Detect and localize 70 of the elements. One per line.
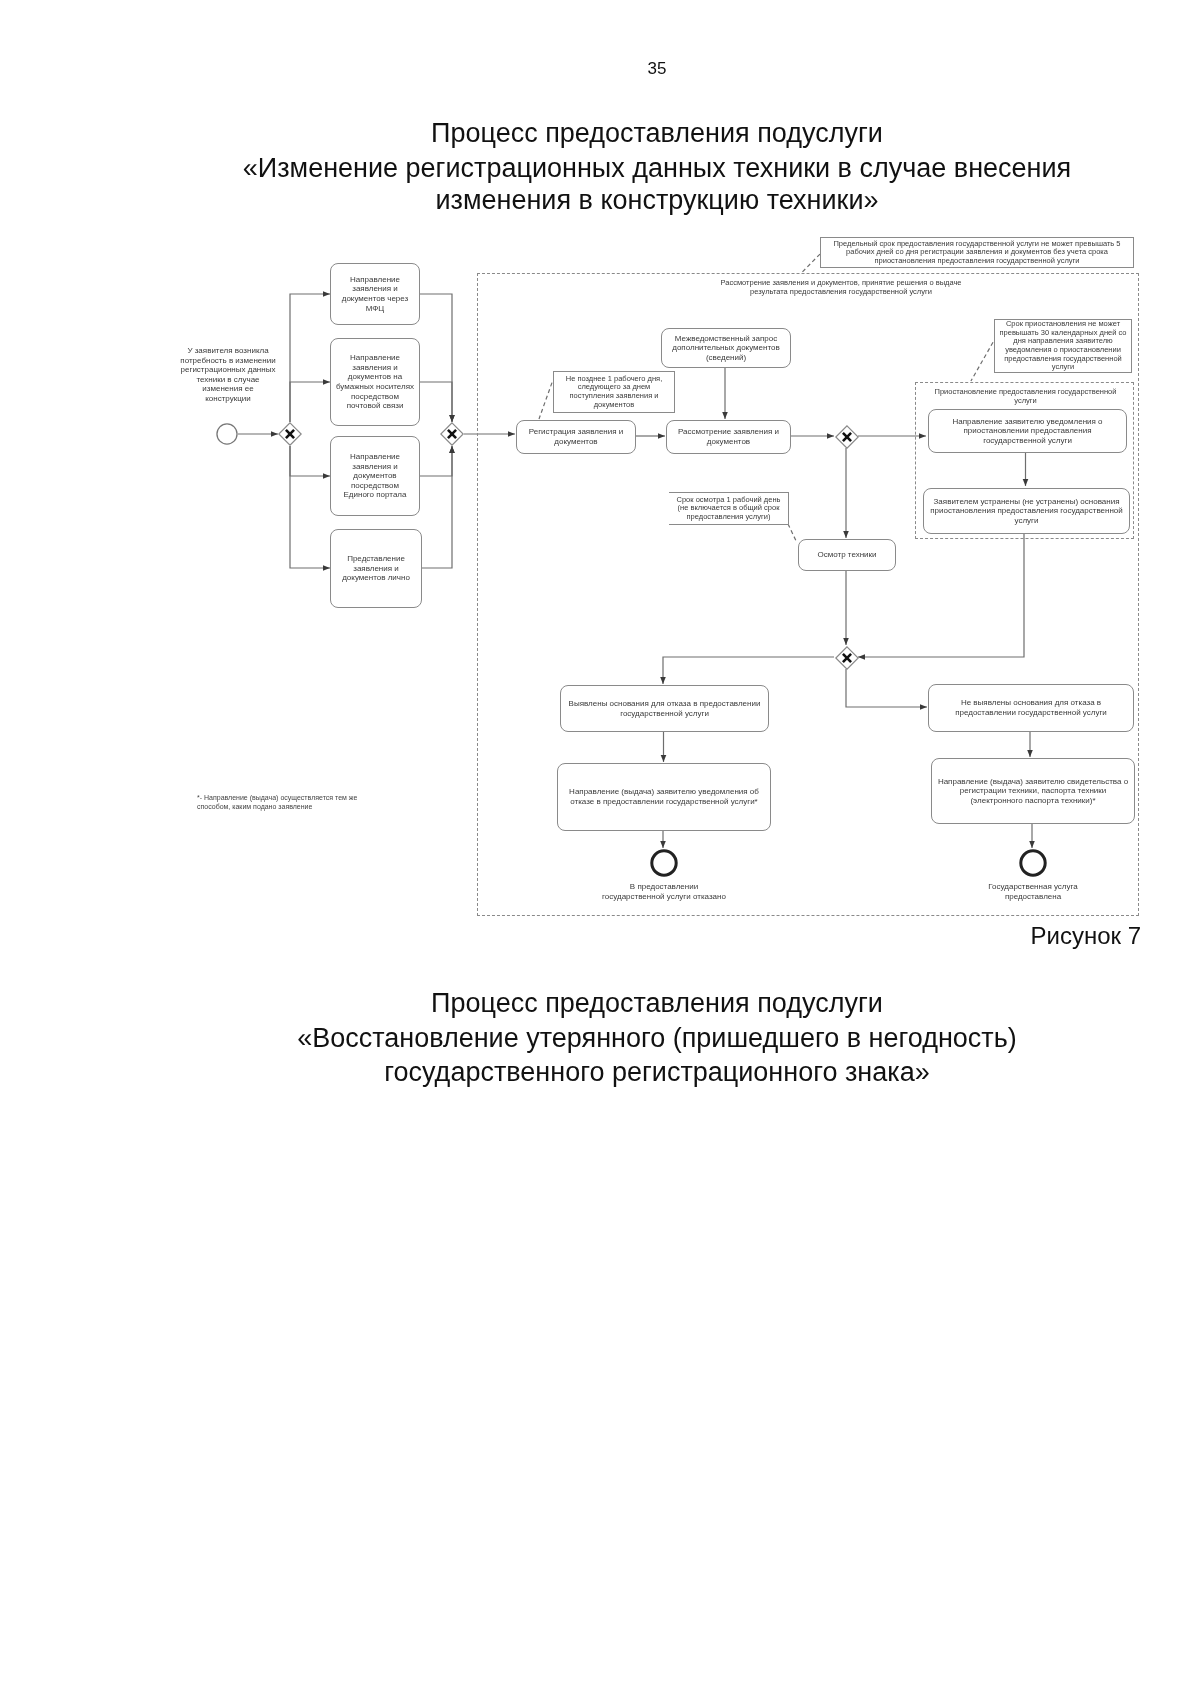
flow-arrow: [789, 433, 835, 439]
annotation-bracket: [669, 492, 789, 525]
task-text: Направление заявления и документов на бумажных носителях посредством почтовой связи: [335, 353, 415, 411]
flow-arrow: [463, 431, 516, 437]
flow-arrow: [289, 379, 331, 423]
flow-arrow: [845, 668, 928, 710]
event-label: Государственная услуга предоставлена: [987, 882, 1079, 902]
dashed-group-frame: [915, 382, 1134, 539]
figure-caption: Рисунок 7: [1029, 921, 1141, 951]
task-box: [923, 488, 1130, 534]
task-text: Направление заявителю уведомления о приостановлении предоставления государственной услуги: [951, 416, 1104, 446]
gateway-diamond: [835, 646, 859, 670]
association-line: [970, 341, 994, 382]
task-box: [798, 539, 896, 571]
task-box: [928, 684, 1134, 732]
task-text: Межведомственный запрос дополнительных документов (сведений): [671, 333, 781, 363]
gateway-diamond: [440, 422, 464, 446]
task-text: Регистрация заявления и документов: [527, 427, 625, 447]
annotation-box: [820, 237, 1134, 268]
task-text: Заявителем устранены (не устранены) основания приостановления предоставления государственной услуги: [929, 496, 1124, 526]
end-event-circle: [650, 849, 678, 877]
flow-arrow: [1029, 822, 1035, 849]
task-text: Выявлены основания для отказа в предоставлении государственной услуги: [567, 698, 762, 719]
task-box: [661, 328, 791, 368]
gateway-diamond: [835, 425, 859, 449]
flow-arrow: [421, 445, 455, 569]
flow-arrow: [289, 445, 331, 571]
event-label: У заявителя возникла потребность в изменении регистрационных данных техники в случае изменения ее конструкции: [180, 346, 276, 404]
task-text: Осмотр техники: [817, 550, 877, 560]
association-line: [800, 253, 821, 274]
flow-arrow: [843, 447, 849, 539]
flow-arrow: [722, 366, 728, 420]
task-box: [516, 420, 636, 454]
gateway-diamond: [278, 422, 302, 446]
dashed-group-frame: [477, 273, 1139, 916]
task-text: Направление заявления и документов через МФЦ: [340, 274, 410, 314]
association-line: [538, 382, 553, 420]
section-heading: Процесс предоставления подуслуги: [430, 987, 884, 1019]
diagram-title: Процесс предоставления подуслуги: [430, 117, 884, 149]
diagram-subtitle: «Изменение регистрационных данных техники в случае внесения изменения в конструкцию техники»: [241, 152, 1073, 216]
flow-arrow: [419, 381, 455, 423]
flow-arrow: [634, 433, 666, 439]
task-text: Рассмотрение заявления и документов: [677, 427, 780, 447]
flow-arrow: [660, 730, 667, 763]
task-box: [928, 409, 1127, 453]
end-event-circle: [1019, 849, 1047, 877]
task-text: Представление заявления и документов лично: [341, 554, 411, 583]
page-number: 35: [646, 58, 668, 80]
task-box: [666, 420, 791, 454]
task-text: Направление (выдача) заявителю уведомления об отказе в предоставлении государственной услуги*: [568, 787, 760, 807]
flow-arrow: [843, 569, 849, 646]
task-box: [330, 263, 420, 325]
flow-arrow: [660, 656, 835, 685]
section-subheading: «Восстановление утерянного (пришедшего в негодность) государственного регистрационного знака»: [296, 1022, 1018, 1089]
flow-arrow: [857, 433, 927, 439]
flow-arrow: [1027, 730, 1033, 758]
task-box: [330, 529, 422, 608]
task-box: [330, 338, 420, 426]
task-text: Направление (выдача) заявителю свидетельства о регистрации техники, паспорта техники (электронного паспорта техники)*: [936, 776, 1130, 806]
flow-arrow: [237, 431, 279, 437]
task-text: Не выявлены основания для отказа в предоставлении государственной услуги: [954, 698, 1108, 718]
annotation-box: [553, 371, 675, 413]
task-text: Направление заявления и документов посредством Единого портала: [342, 452, 408, 500]
event-label: В предоставлении государственной услуги отказано: [601, 882, 727, 902]
flow-arrow: [660, 829, 666, 849]
task-box: [560, 685, 769, 732]
start-event-circle: [216, 423, 238, 445]
task-box: [330, 436, 420, 516]
task-box: [931, 758, 1135, 824]
task-box: [557, 763, 771, 831]
